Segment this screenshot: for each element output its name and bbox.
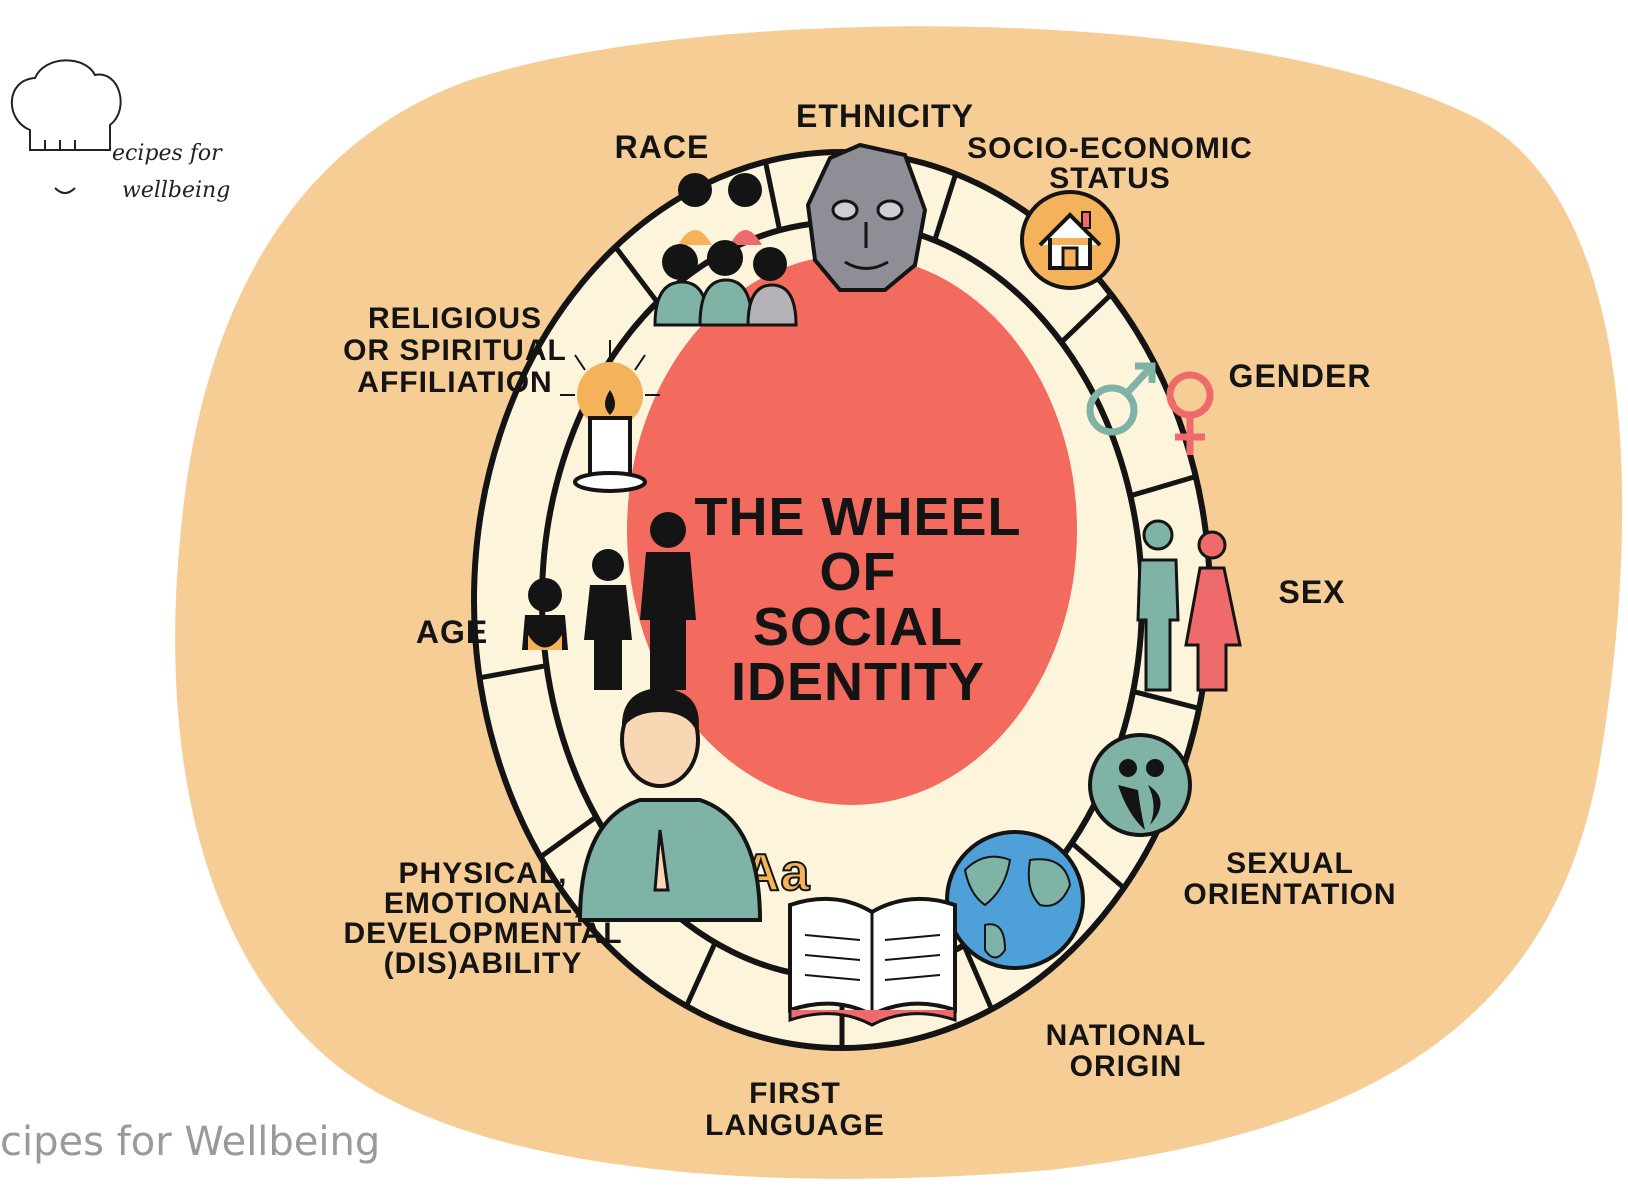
open-book-icon: [788, 896, 957, 1027]
title-line-4: IDENTITY: [731, 652, 985, 712]
sexual-orientation-icon: [1088, 733, 1192, 837]
ethnic-mask-icon: [805, 142, 928, 292]
label-religion-1: RELIGIOUS: [368, 302, 542, 335]
logo-line-1: ecipes for: [112, 141, 223, 166]
label-national-origin-1: NATIONAL: [1046, 1019, 1207, 1052]
candle-icon: [560, 340, 660, 493]
center-title: THE WHEEL OF SOCIAL IDENTITY: [695, 487, 1022, 712]
ring-divider: [684, 941, 718, 1008]
ring-divider: [932, 173, 959, 242]
label-sex: SEX: [1278, 574, 1345, 610]
people-group-icon: [653, 173, 798, 327]
ring-divider: [613, 245, 660, 304]
ring-divider: [1070, 841, 1126, 890]
ring-divider: [479, 663, 548, 681]
person-praying-icon: [577, 688, 763, 922]
credit-text: cipes for Wellbeing: [0, 1119, 380, 1165]
title-line-1: THE WHEEL: [695, 487, 1022, 547]
label-gender: GENDER: [1229, 358, 1372, 394]
label-religion-2: OR SPIRITUAL: [343, 334, 567, 367]
chef-hat-icon: [10, 59, 122, 151]
globe-icon: [945, 830, 1085, 970]
label-sexual-orientation-1: SEXUAL: [1226, 847, 1354, 880]
label-first-language-1: FIRST: [749, 1077, 841, 1110]
label-socio-economic-1: SOCIO-ECONOMIC: [967, 132, 1253, 165]
title-line-2: OF: [820, 542, 897, 602]
ring-divider: [539, 814, 598, 859]
label-sexual-orientation-2: ORIENTATION: [1183, 878, 1396, 911]
house-icon: [1020, 190, 1120, 290]
label-age: AGE: [416, 614, 488, 650]
ring-divider: [1132, 689, 1200, 711]
ring-divider: [1129, 474, 1197, 499]
logo-line-2: wellbeing: [122, 178, 230, 203]
label-disability-2: EMOTIONAL,: [384, 887, 582, 920]
age-figures-icon: [522, 512, 696, 690]
title-line-3: SOCIAL: [753, 597, 963, 657]
recipes-for-wellbeing-logo: ecipes for wellbeing: [10, 59, 230, 203]
male-female-figures-icon: [1136, 519, 1242, 692]
ring-divider: [1059, 292, 1113, 345]
label-first-language-2: LANGUAGE: [705, 1109, 885, 1142]
label-socio-economic-2: STATUS: [1049, 162, 1171, 195]
label-national-origin-2: ORIGIN: [1070, 1050, 1183, 1083]
label-race: RACE: [615, 129, 710, 165]
ring-divider: [763, 161, 783, 231]
label-religion-3: AFFILIATION: [357, 366, 552, 399]
label-disability-1: PHYSICAL,: [398, 857, 567, 890]
center-circle: [627, 255, 1077, 805]
ring-dividers: [479, 161, 1200, 1048]
gender-symbols-icon: [1086, 362, 1214, 455]
label-ethnicity: ETHNICITY: [796, 98, 974, 134]
label-disability-3: DEVELOPMENTAL: [343, 917, 622, 950]
ring-divider: [961, 944, 994, 1011]
label-disability-4: (DIS)ABILITY: [384, 947, 583, 980]
